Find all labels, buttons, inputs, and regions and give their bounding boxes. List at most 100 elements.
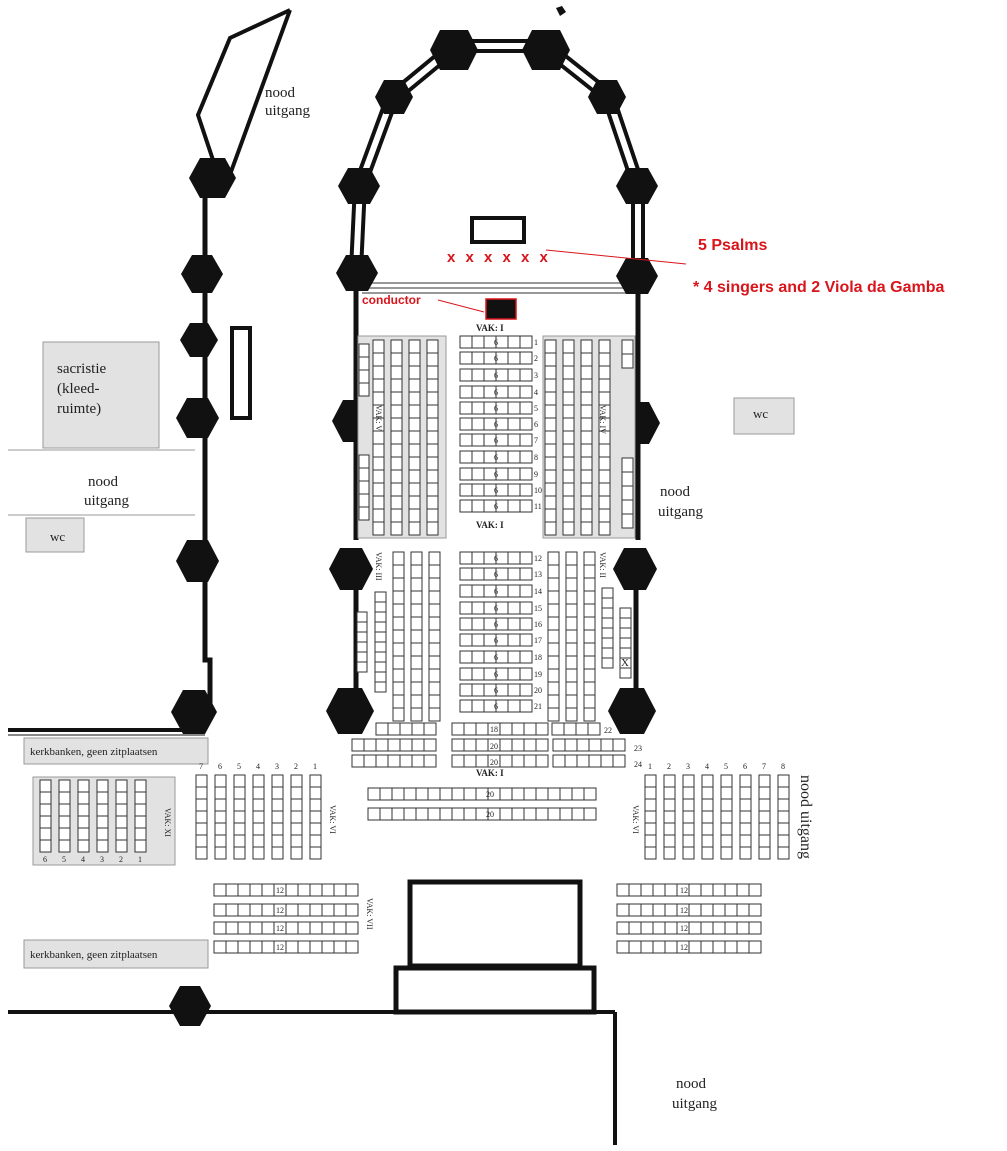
center-seat <box>459 601 473 615</box>
vak3-seat <box>410 577 423 592</box>
vak11-seat <box>77 803 90 817</box>
rear-pew-seat <box>321 903 335 917</box>
column-number: 5 <box>724 762 728 771</box>
rear-seat-count: 12 <box>276 924 284 933</box>
pew-seat <box>415 807 429 821</box>
center-seat <box>471 401 485 415</box>
rear-pew-seat <box>285 883 299 897</box>
vak6-seat <box>195 834 208 848</box>
vak6-seat <box>252 786 265 800</box>
vak6-seat <box>758 774 771 788</box>
vak11-seat <box>115 839 128 853</box>
rear-pew-seat <box>297 940 311 954</box>
vak6-seat <box>195 786 208 800</box>
vak2-seat <box>601 657 614 669</box>
vak3-seat <box>410 655 423 670</box>
pew-seat <box>559 787 573 801</box>
x-mark: X <box>621 657 629 669</box>
vak6-seat <box>720 810 733 824</box>
vak5-seat <box>358 382 370 397</box>
pew-seat <box>523 722 537 736</box>
pew-seat <box>375 738 389 752</box>
rear-pew-seat <box>652 921 666 935</box>
vak5-seat <box>372 365 385 380</box>
rear-pew-seat <box>225 921 239 935</box>
rear-pew-seat <box>688 883 702 897</box>
pew-seat <box>511 787 525 801</box>
vak11-seat <box>134 839 147 853</box>
vak11-seat <box>115 791 128 805</box>
pew-seat <box>367 787 381 801</box>
rear-pew-seat <box>249 903 263 917</box>
vak5-seat <box>426 430 439 445</box>
pew-seat <box>547 787 561 801</box>
vak4-seat <box>544 391 557 406</box>
vak5-seat <box>426 482 439 497</box>
rear-pew-seat <box>321 940 335 954</box>
vak6-seat <box>271 774 284 788</box>
row-seat-count: 6 <box>494 486 498 495</box>
vak6-seat <box>233 834 246 848</box>
vak6-seat <box>252 846 265 860</box>
center-seat <box>459 650 473 664</box>
vak3-seat <box>374 661 387 673</box>
rear-pew-seat <box>688 903 702 917</box>
vak6-seat <box>777 834 790 848</box>
rear-pew-seat <box>237 903 251 917</box>
vak4-seat <box>562 339 575 354</box>
vak3-seat <box>356 641 368 653</box>
vak4-seat <box>598 391 611 406</box>
pew-seat <box>391 807 405 821</box>
vak5-seat <box>408 417 421 432</box>
center-seat <box>471 351 485 365</box>
walls <box>8 8 645 1145</box>
rear-pew-seat <box>628 883 642 897</box>
center-seat <box>471 584 485 598</box>
vak2-seat <box>547 590 560 605</box>
pew-seat <box>363 738 377 752</box>
vak2-seat <box>547 629 560 644</box>
pew-seat <box>451 738 465 752</box>
vak6-seat <box>701 810 714 824</box>
vak5-seat <box>358 467 370 482</box>
psalms-label: 5 Psalms <box>698 237 767 254</box>
vak11-seat <box>77 791 90 805</box>
vak5-seat <box>372 430 385 445</box>
vak2-seat <box>547 616 560 631</box>
vak3-seat <box>428 681 441 696</box>
center-seat <box>519 650 533 664</box>
pew-seat <box>351 754 365 768</box>
rear-pew-seat <box>261 940 275 954</box>
vak3-seat <box>392 616 405 631</box>
vak4-seat <box>544 443 557 458</box>
vak3-seat <box>374 641 387 653</box>
vak6-seat <box>309 798 322 812</box>
vak4-seat <box>598 352 611 367</box>
center-seat <box>471 667 485 681</box>
vak3-seat <box>374 681 387 693</box>
vak3-seat <box>392 655 405 670</box>
vak6-seat <box>309 810 322 824</box>
pew-seat <box>499 738 513 752</box>
pew-seat <box>403 787 417 801</box>
vak6-seat <box>720 834 733 848</box>
vak-1-label-mid: VAK: I <box>476 520 504 530</box>
pew-seat <box>535 722 549 736</box>
rear-pew-seat <box>345 940 359 954</box>
row-number: 23 <box>634 744 642 753</box>
vak5-seat <box>358 506 370 521</box>
pew-seat <box>351 738 365 752</box>
vak-4-label: VAK: IV <box>598 405 607 434</box>
vak4-seat <box>562 378 575 393</box>
center-seat <box>519 335 533 349</box>
rear-pew-seat <box>640 903 654 917</box>
rear-pew-seat <box>345 883 359 897</box>
pew-seat <box>552 738 566 752</box>
vak5-seat <box>358 454 370 469</box>
center-seat <box>507 617 521 631</box>
vak-5-label: VAK: V <box>374 405 383 431</box>
vak4-seat <box>544 339 557 354</box>
nood-label-top: nood <box>265 85 296 101</box>
center-seat <box>471 417 485 431</box>
vak3-seat <box>374 651 387 663</box>
